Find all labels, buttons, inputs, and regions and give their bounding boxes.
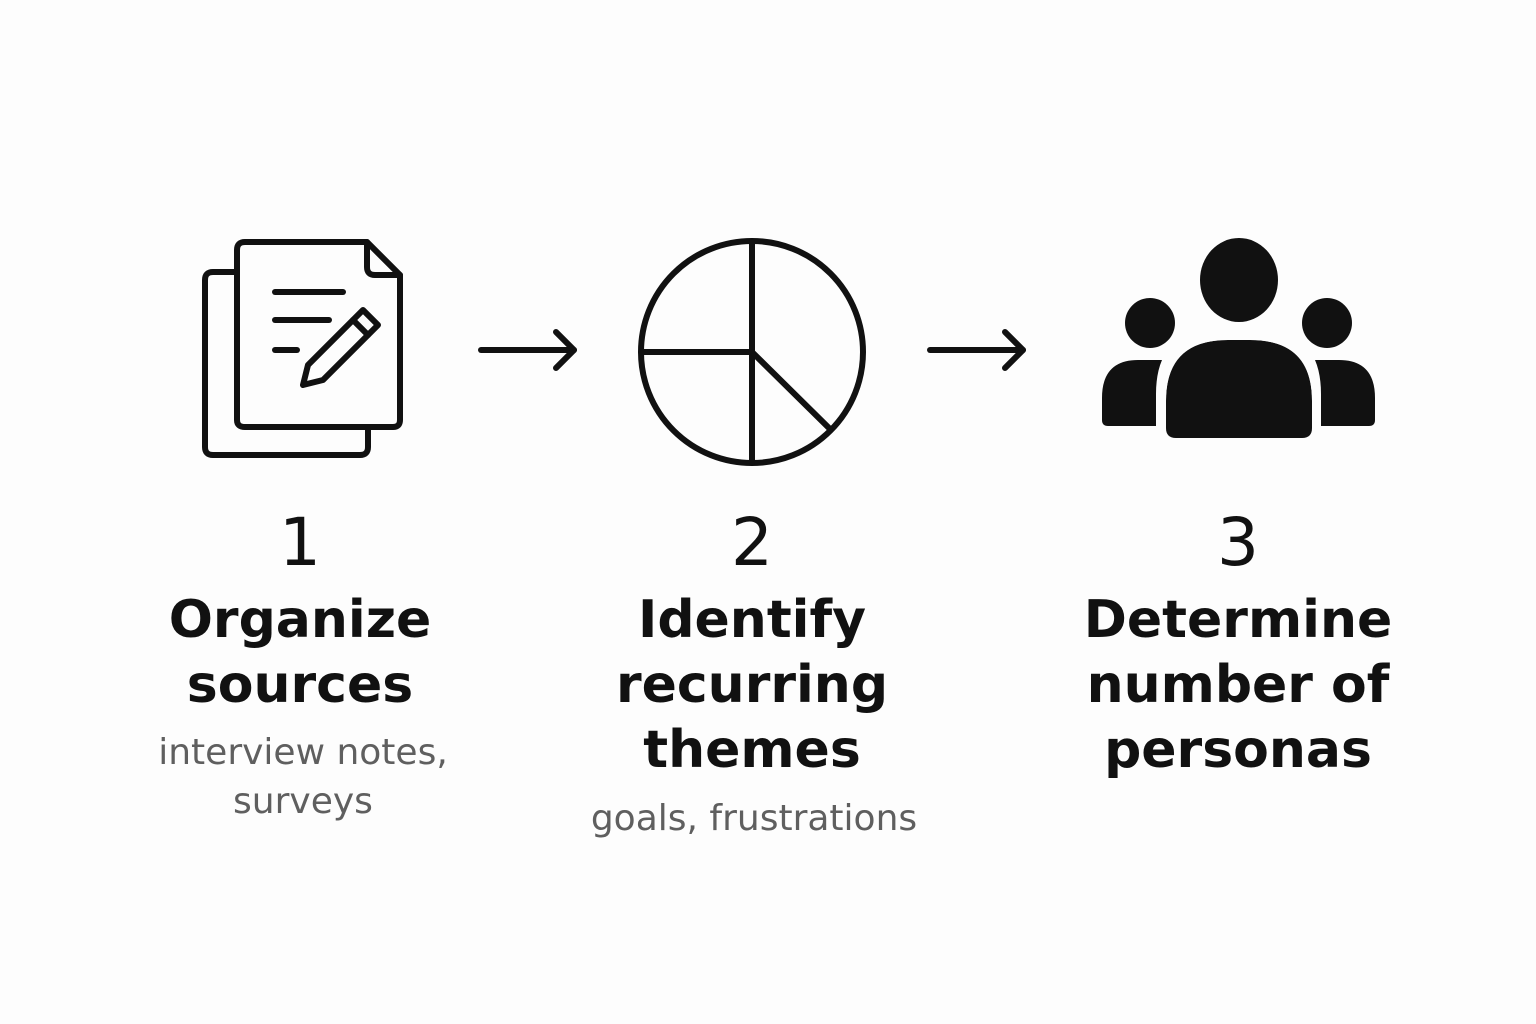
step-title: Identify recurring themes: [615, 590, 889, 780]
arrow-right-icon: [478, 329, 577, 371]
step-title: Organize sources: [168, 590, 432, 715]
step-subtitle: goals, frustrations: [590, 798, 918, 839]
step-number: 3: [1217, 504, 1259, 581]
arrow-right-icon: [927, 329, 1026, 371]
users-group-icon: [1102, 238, 1375, 440]
step-number: 2: [731, 504, 773, 581]
document-edit-icon: [202, 239, 403, 458]
pie-chart-icon: [638, 238, 866, 466]
step-subtitle: interview notes, surveys: [158, 732, 448, 822]
step-number: 1: [279, 504, 321, 581]
step-title: Determine number of personas: [1083, 590, 1393, 780]
